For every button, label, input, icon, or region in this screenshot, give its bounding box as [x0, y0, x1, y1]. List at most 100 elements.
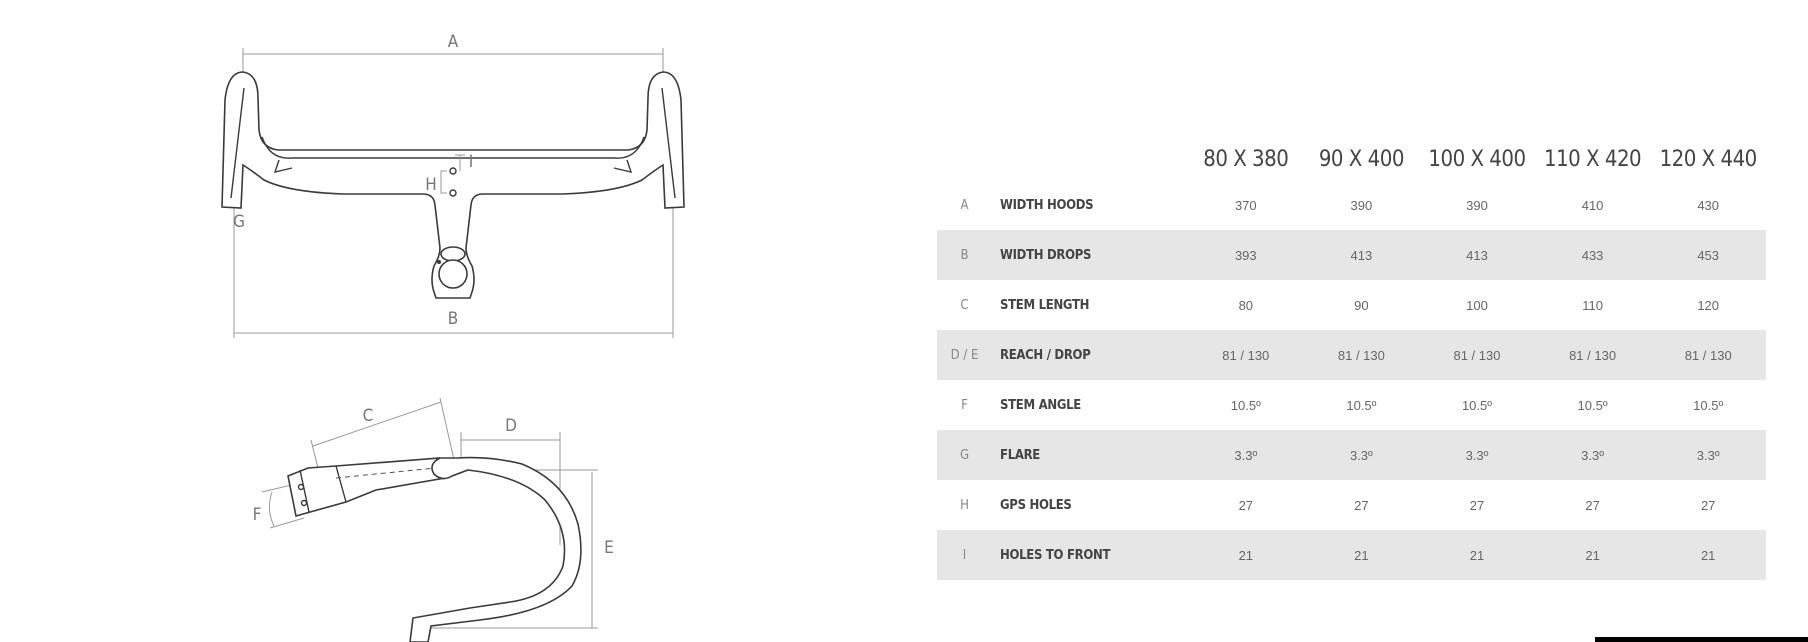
row-value: 430: [1697, 197, 1720, 213]
row-value: 3.3º: [1188, 430, 1304, 480]
size-header: 110 X 420: [1543, 147, 1642, 172]
row-value: 410: [1581, 197, 1604, 213]
row-name: FLARE: [992, 430, 1188, 480]
row-value: 90: [1354, 297, 1369, 313]
row-value: 453: [1650, 230, 1766, 280]
handlebar-diagrams: A B H I G C D: [221, 32, 685, 642]
row-value: 10.5º: [1577, 397, 1608, 413]
bar-inner-line: [261, 136, 645, 159]
header-spacer: [992, 118, 1188, 180]
gps-hole: [449, 189, 457, 197]
row-name: GPS HOLES: [1000, 497, 1072, 513]
row-value: 21: [1534, 530, 1651, 580]
row-letter: A: [960, 197, 969, 213]
table-header-row: 80 X 380 90 X 400 100 X 400 110 X 420 12…: [937, 118, 1766, 180]
row-value: 3.3º: [1303, 430, 1420, 480]
row-name: STEM ANGLE: [1000, 397, 1081, 413]
label-a: A: [448, 32, 459, 52]
row-letter: C: [960, 297, 969, 313]
row-value: 3.3º: [1419, 430, 1535, 480]
table-row: G FLARE 3.3º 3.3º 3.3º 3.3º 3.3º: [937, 430, 1766, 480]
row-value: 27: [1469, 497, 1485, 513]
stem-bolt: [297, 483, 305, 491]
table-row: C STEM LENGTH 80 90 100 110 120: [937, 280, 1766, 330]
row-value: 370: [1234, 197, 1257, 213]
table-row: B WIDTH DROPS 393 413 413 433 453: [937, 230, 1766, 280]
row-value: 21: [1419, 530, 1535, 580]
row-name: HOLES TO FRONT: [992, 530, 1188, 580]
row-name: REACH / DROP: [992, 330, 1188, 380]
size-header: 90 X 400: [1318, 147, 1405, 172]
label-i: I: [469, 152, 474, 172]
row-value: 3.3º: [1534, 430, 1651, 480]
hood-line: [661, 87, 676, 199]
label-c: C: [363, 406, 374, 426]
row-letter: G: [937, 430, 992, 480]
row-value: 433: [1534, 230, 1651, 280]
size-header: 100 X 400: [1428, 147, 1526, 172]
front-view-drawing: A B H I G: [221, 32, 685, 338]
row-value: 413: [1303, 230, 1420, 280]
drop-outline: [409, 456, 582, 642]
row-value: 81 / 130: [1303, 330, 1420, 380]
table-row: A WIDTH HOODS 370 390 390 410 430: [937, 180, 1766, 230]
row-letter: D / E: [937, 330, 992, 380]
label-d: D: [505, 416, 517, 436]
table-row: D / E REACH / DROP 81 / 130 81 / 130 81 …: [937, 330, 1766, 380]
dimension-line-h: [440, 170, 447, 194]
label-b: B: [448, 309, 459, 329]
row-letter: I: [937, 530, 992, 580]
geometry-table: 80 X 380 90 X 400 100 X 400 110 X 420 12…: [937, 118, 1766, 580]
row-value: 10.5º: [1461, 397, 1493, 413]
label-g: G: [233, 212, 245, 232]
row-letter: F: [961, 397, 968, 413]
row-value: 110: [1582, 297, 1603, 313]
row-value: 81 / 130: [1419, 330, 1535, 380]
row-value: 393: [1188, 230, 1304, 280]
steerer-clamp: [438, 259, 468, 289]
row-value: 120: [1697, 297, 1720, 313]
dimension-line-i: [455, 154, 465, 171]
row-value: 81 / 130: [1534, 330, 1651, 380]
cable-port: [613, 159, 633, 173]
table-row: H GPS HOLES 27 27 27 27 27: [937, 480, 1766, 530]
header-spacer: [937, 118, 992, 180]
angle-arc-f: [268, 491, 275, 527]
clamp-bolt: [437, 260, 441, 264]
table-row: I HOLES TO FRONT 21 21 21 21 21: [937, 530, 1766, 580]
label-h: H: [425, 175, 437, 195]
row-value: 27: [1585, 497, 1600, 513]
row-value: 80: [1238, 297, 1254, 313]
gps-hole: [449, 167, 457, 175]
stem-clamp-top: [440, 246, 466, 262]
row-value: 21: [1650, 530, 1766, 580]
side-view-drawing: C D E F: [253, 397, 614, 642]
dimension-line-c: [312, 401, 442, 447]
row-value: 10.5º: [1230, 397, 1261, 413]
row-value: 3.3º: [1650, 430, 1766, 480]
extension-line: [439, 397, 455, 461]
size-header: 80 X 380: [1203, 147, 1289, 172]
angle-line-f: [269, 517, 305, 529]
row-value: 390: [1466, 197, 1488, 213]
stem-face: [299, 465, 347, 513]
size-header: 120 X 440: [1659, 147, 1758, 172]
row-letter: H: [960, 497, 969, 513]
row-name: WIDTH HOODS: [1000, 197, 1094, 213]
row-value: 10.5º: [1346, 397, 1377, 413]
row-name: WIDTH DROPS: [992, 230, 1188, 280]
corner-bar: [1595, 637, 1808, 642]
hood-line: [230, 87, 245, 199]
row-value: 81 / 130: [1650, 330, 1766, 380]
cable-port: [273, 159, 293, 173]
row-value: 81 / 130: [1188, 330, 1304, 380]
table-row: F STEM ANGLE 10.5º 10.5º 10.5º 10.5º 10.…: [937, 380, 1766, 430]
row-value: 21: [1188, 530, 1304, 580]
stem-bolt: [300, 499, 308, 507]
row-value: 390: [1350, 197, 1373, 213]
row-value: 100: [1466, 297, 1488, 313]
row-value: 27: [1238, 497, 1254, 513]
row-value: 413: [1419, 230, 1535, 280]
row-name: STEM LENGTH: [1000, 297, 1090, 313]
extension-line: [310, 439, 319, 469]
